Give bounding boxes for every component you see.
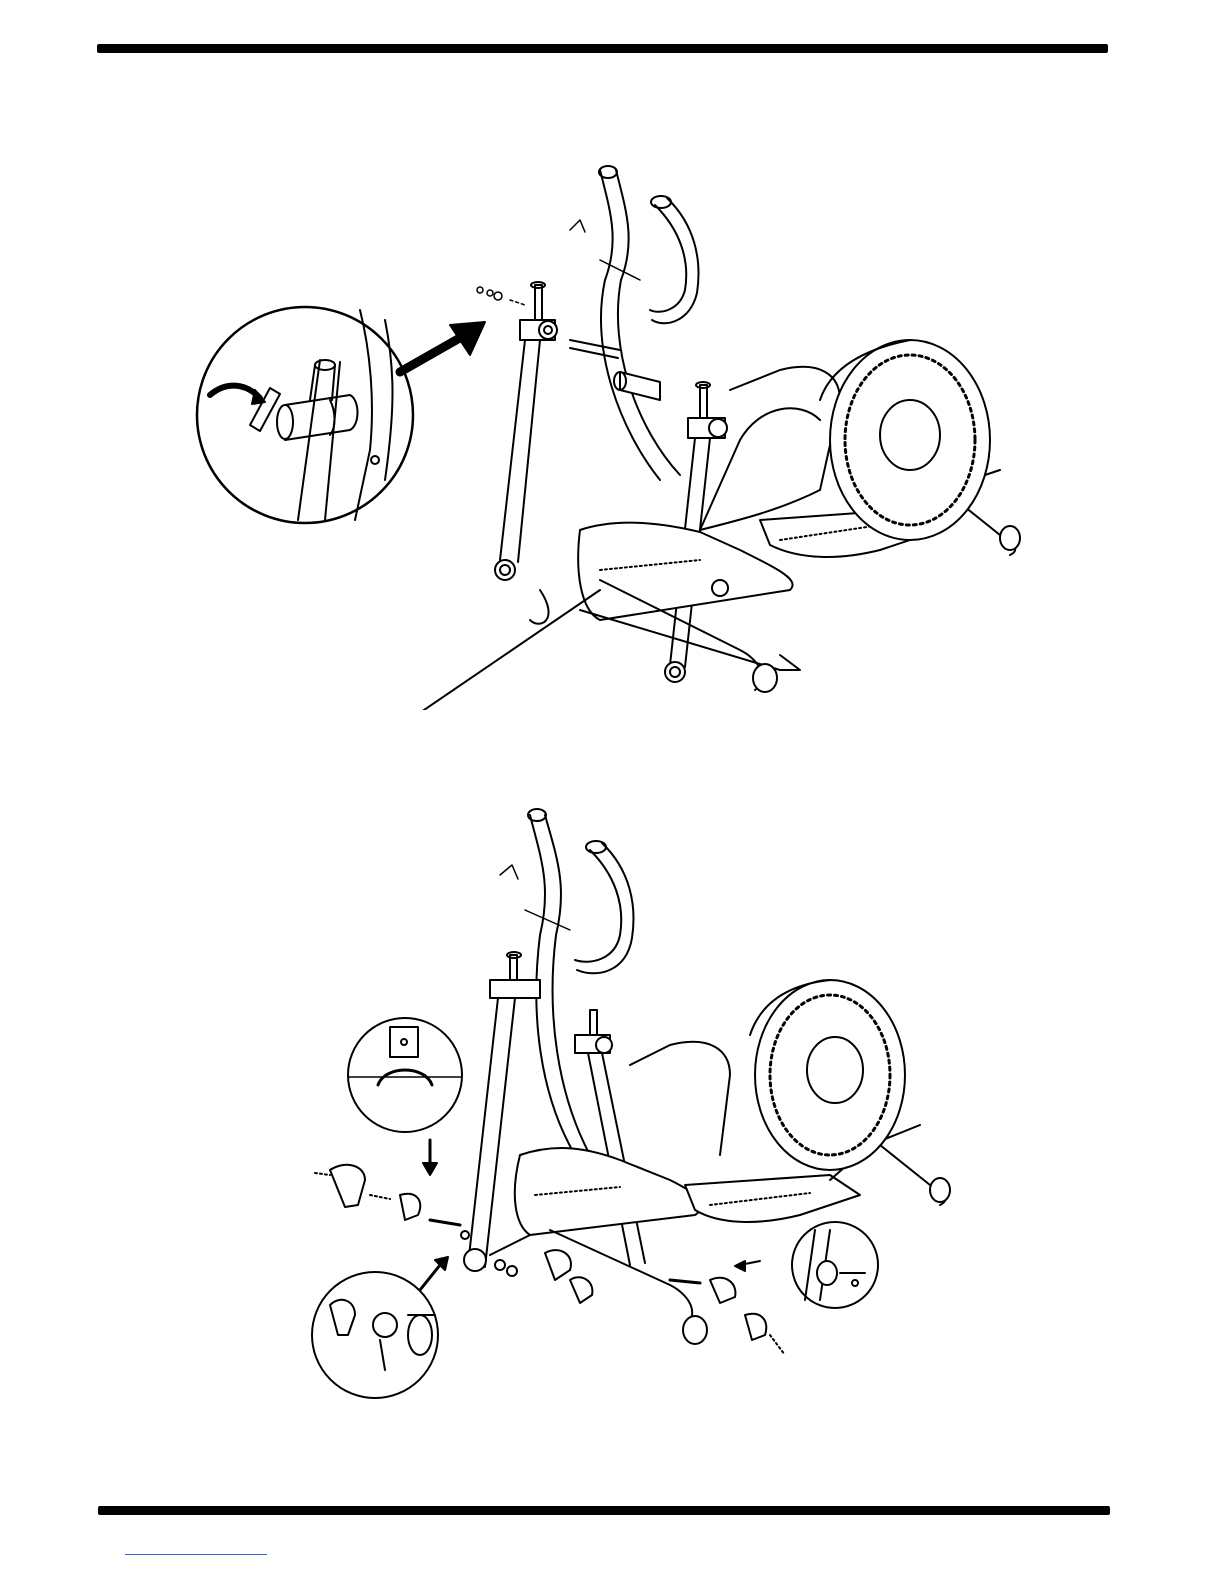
flywheel	[750, 980, 905, 1170]
arrow-icon	[420, 1257, 448, 1290]
hardware-parts	[477, 287, 525, 305]
flywheel	[820, 340, 990, 540]
header-rule	[97, 44, 1108, 53]
arrow-icon	[400, 322, 485, 372]
footer-rule	[98, 1506, 1110, 1515]
detail-callout-icon	[792, 1222, 878, 1308]
axle	[570, 340, 620, 358]
detail-callout-icon	[197, 307, 413, 523]
link-arm-left	[495, 282, 557, 580]
handlebars	[570, 166, 698, 480]
assembly-figure-2	[290, 795, 990, 1415]
detail-callout-icon	[348, 1018, 462, 1132]
arrow-icon	[735, 1261, 760, 1271]
pedal-bracket-icon	[670, 1278, 785, 1355]
arrow-icon	[423, 1140, 437, 1175]
footer-link-underline[interactable]	[125, 1553, 267, 1555]
assembly-figure-1	[180, 150, 1060, 710]
